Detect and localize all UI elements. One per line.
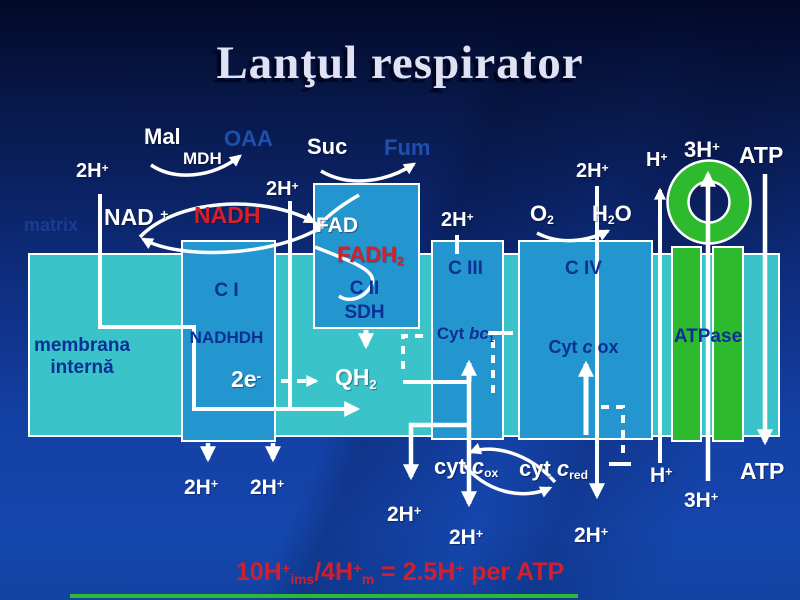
arrow-nad-nadh-1 — [138, 202, 317, 239]
arrow-o2-h2o — [536, 229, 611, 243]
arrow-nad-nadh-2 — [140, 228, 317, 255]
bottom-green-line — [70, 594, 578, 598]
arrow-suc-fum — [320, 162, 417, 183]
slide-title: Lanţul respirator — [216, 37, 584, 89]
cytc-red-label: cyt cred — [519, 456, 588, 483]
malate-label: Mal — [144, 124, 181, 149]
curve-fadh2 — [314, 245, 375, 302]
complex-1-name: C I — [214, 280, 239, 301]
nad-label: NAD + — [104, 204, 169, 230]
arrow-fad-hook — [312, 193, 360, 234]
proton-2h-c3-top: 2H+ — [441, 209, 474, 231]
dashed-lines — [281, 330, 625, 460]
succinate-label: Suc — [307, 134, 348, 159]
arrow-cytc-2 — [459, 459, 553, 498]
atp-bottom-label: ATP — [740, 458, 785, 484]
membrane-label: membrana internă — [33, 335, 131, 379]
nadh-label: NADH — [194, 202, 261, 228]
proton-h-top: H+ — [646, 149, 668, 171]
ubiquinol-label: QH2 — [335, 364, 377, 392]
complex-2-enzyme: SDH — [344, 302, 385, 323]
water-label: H2O — [592, 201, 632, 228]
fumarate-label: Fum — [384, 135, 431, 160]
proton-2h-bottom-2: 2H+ — [250, 476, 285, 499]
arrow-c1-path — [98, 194, 361, 417]
proton-h-bottom: H+ — [650, 464, 673, 487]
arrow-c3-branch — [403, 422, 469, 481]
dash-cred-c4 — [601, 405, 625, 460]
proton-2h-bottom-1: 2H+ — [184, 476, 219, 499]
arrow-mal-oaa — [150, 154, 242, 177]
complex-1-enzyme: NADHDH — [189, 328, 264, 347]
electrons-label: 2e- — [231, 366, 262, 392]
atpase-label: ATPase — [673, 326, 743, 347]
atpase-membrane-bar-right — [712, 246, 744, 442]
complex-4-name: C IV — [565, 258, 602, 279]
arrow-cytc-1 — [468, 442, 557, 484]
proton-2h-bottom-5: 2H+ — [574, 524, 609, 547]
dash-c2-right — [401, 334, 423, 376]
matrix-label: matrix — [24, 215, 79, 235]
reaction-curves — [138, 154, 611, 498]
proton-2h-mid: 2H+ — [266, 178, 299, 200]
complex-3-enzyme: Cyt bc1 — [436, 324, 495, 344]
mdh-label: MDH — [183, 149, 222, 168]
complex-2-box — [313, 183, 420, 329]
proton-3h-top: 3H+ — [684, 137, 720, 162]
stoichiometry-formula: 10H+ims/4H+m = 2.5H+ per ATP — [235, 558, 565, 587]
atpase-membrane-bar-left — [671, 246, 702, 442]
complex-2-name: C II — [349, 278, 380, 299]
complex-4-enzyme: Cyt c ox — [548, 337, 619, 357]
fad-label: FAD — [316, 214, 358, 237]
proton-2h-bottom-4: 2H+ — [449, 526, 484, 549]
proton-3h-bottom: 3H+ — [684, 489, 719, 512]
complex-3-name: C III — [448, 258, 483, 279]
fadh2-label: FADH2 — [337, 242, 404, 269]
oaa-label: OAA — [224, 126, 273, 151]
proton-2h-c4-top: 2H+ — [576, 160, 609, 182]
cytc-ox-label: cyt cox — [434, 454, 499, 481]
proton-2h-bottom-3: 2H+ — [387, 503, 422, 526]
atp-top-label: ATP — [739, 142, 784, 168]
proton-2h-top-left: 2H+ — [76, 160, 109, 182]
oxygen-label: O2 — [530, 201, 554, 228]
